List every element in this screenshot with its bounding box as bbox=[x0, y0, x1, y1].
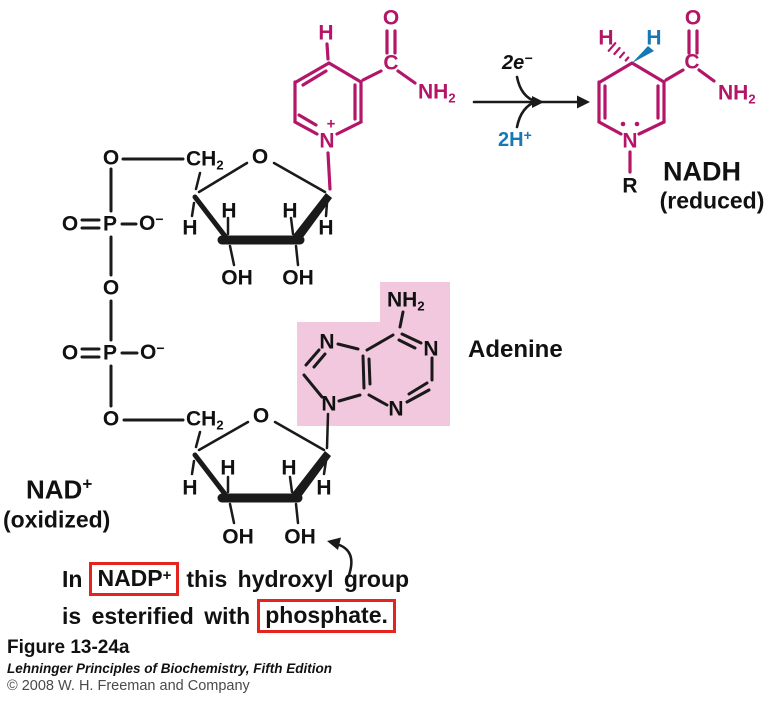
adenine-label: Adenine bbox=[468, 336, 563, 363]
hydroxyl-oh: OH bbox=[221, 266, 253, 290]
atom-o-minus: O− bbox=[140, 340, 165, 364]
atom-o: O bbox=[102, 407, 120, 431]
atom-h: H bbox=[282, 199, 298, 223]
protons-label: 2H+ bbox=[498, 127, 532, 151]
ribose2-wedge bbox=[290, 451, 331, 501]
annotation-line-2: is esterified with phosphate. bbox=[62, 598, 396, 634]
hashed-wedge-bond bbox=[607, 42, 630, 62]
nad-subtitle: (oxidized) bbox=[3, 506, 111, 533]
atom-o: O bbox=[61, 212, 79, 236]
hydroxyl-pointer-arrow bbox=[336, 543, 353, 577]
pointer-arrowhead bbox=[327, 537, 341, 550]
book-title: Lehninger Principles of Biochemistry, Fi… bbox=[7, 661, 333, 676]
atom-n: N bbox=[319, 330, 335, 354]
ch2-group: CH2 bbox=[186, 147, 224, 173]
amide-nh2: NH2 bbox=[418, 80, 456, 106]
atom-c: C bbox=[383, 51, 399, 75]
figure-number: Figure 13-24a bbox=[7, 637, 130, 658]
atom-o: O bbox=[382, 6, 400, 30]
pyridinium-ring-bonds bbox=[293, 29, 417, 191]
hydroxyl-oh: OH bbox=[222, 525, 254, 549]
atom-h: H bbox=[598, 26, 614, 50]
atom-o: O bbox=[102, 146, 120, 170]
arrowhead bbox=[577, 95, 590, 109]
nadh-title: NADH bbox=[663, 156, 741, 187]
atom-o: O bbox=[61, 341, 79, 365]
atom-h: H bbox=[646, 26, 662, 50]
ribose1-wedge bbox=[291, 193, 332, 243]
atom-o-minus: O− bbox=[139, 211, 164, 235]
electrons-label: 2e− bbox=[502, 50, 533, 74]
adenine-highlight bbox=[297, 282, 450, 426]
phosphate-red-box: phosphate. bbox=[257, 599, 396, 633]
nad-title: NAD+ bbox=[26, 474, 93, 505]
amide-nh2: NH2 bbox=[718, 81, 756, 107]
atom-h: H bbox=[220, 456, 236, 480]
nadh-subtitle: (reduced) bbox=[659, 187, 765, 214]
atom-h: H bbox=[316, 476, 332, 500]
solid-wedge-bond bbox=[632, 46, 654, 63]
atom-h: H bbox=[318, 216, 334, 240]
hydroxyl-oh: OH bbox=[282, 266, 314, 290]
phosphate-bonds bbox=[80, 157, 185, 422]
reaction-arrow bbox=[472, 75, 582, 129]
atom-o: O bbox=[252, 404, 270, 428]
atom-h: H bbox=[182, 216, 198, 240]
atom-n: N bbox=[319, 129, 335, 153]
adenine-bonds bbox=[302, 310, 434, 407]
annotation-pre: In bbox=[62, 565, 83, 592]
atom-h: H bbox=[281, 456, 297, 480]
annotation-pre: is esterified with bbox=[62, 602, 251, 629]
lone-pair-dots bbox=[620, 121, 640, 127]
annotation-line-1: In NADP+ this hydroxyl group bbox=[62, 559, 409, 599]
atom-n: N bbox=[423, 337, 439, 361]
r-group: R bbox=[622, 174, 638, 198]
ch2-group: CH2 bbox=[186, 407, 224, 433]
ribose1-bonds bbox=[190, 161, 329, 267]
atom-h: H bbox=[182, 476, 198, 500]
annotation-post: this hydroxyl group bbox=[186, 565, 410, 592]
nadp-red-box: NADP+ bbox=[89, 562, 180, 596]
nadh-ring-bonds bbox=[597, 29, 716, 174]
atom-h: H bbox=[221, 199, 237, 223]
atom-o: O bbox=[684, 6, 702, 30]
atom-h: H bbox=[318, 21, 334, 45]
amine-nh2: NH2 bbox=[387, 288, 425, 314]
atom-p: P bbox=[102, 341, 118, 365]
charge-plus: + bbox=[326, 115, 336, 133]
atom-n: N bbox=[388, 397, 404, 421]
atom-n: N bbox=[622, 129, 638, 153]
atom-p: P bbox=[102, 212, 118, 236]
atom-n: N bbox=[321, 392, 337, 416]
atom-c: C bbox=[684, 50, 700, 74]
atom-o: O bbox=[102, 276, 120, 300]
merge-arrowhead bbox=[532, 96, 544, 108]
hydroxyl-oh: OH bbox=[284, 525, 316, 549]
copyright-line: © 2008 W. H. Freeman and Company bbox=[7, 678, 250, 694]
atom-o: O bbox=[251, 145, 269, 169]
